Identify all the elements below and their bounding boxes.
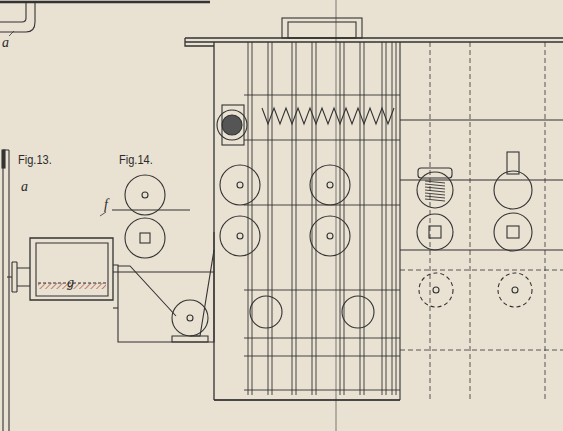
roller-axle <box>327 233 333 239</box>
roller <box>125 218 165 258</box>
top-box-inner <box>288 22 356 38</box>
tank <box>30 238 113 300</box>
roller-axle <box>327 182 333 188</box>
hidden-roller <box>419 273 453 307</box>
roller-axle <box>142 192 148 198</box>
part-letter: a <box>2 36 9 50</box>
guide-roller <box>172 300 208 336</box>
tank-inner <box>36 243 108 296</box>
bearing <box>507 152 519 174</box>
inlet-flange <box>12 262 30 292</box>
spring <box>262 108 394 124</box>
coil-winding <box>425 187 445 189</box>
roller-axle <box>237 182 243 188</box>
machine-frame <box>185 38 563 400</box>
pipe <box>0 2 35 32</box>
frame-rail <box>244 205 400 206</box>
coil-winding <box>425 181 445 183</box>
bearing <box>507 226 519 238</box>
frame-bars <box>214 42 400 400</box>
trough-edge <box>113 307 118 308</box>
fabric-line <box>112 209 190 210</box>
border-line <box>0 1 210 4</box>
coil-holder <box>418 168 452 178</box>
roller <box>125 175 165 215</box>
coil-winding <box>425 190 445 192</box>
coil-winding <box>425 193 445 195</box>
guide-axle <box>187 315 193 321</box>
roller-axle <box>512 287 518 293</box>
coil <box>425 181 445 201</box>
figure-label: Fig.14. <box>119 153 153 166</box>
fig13-flange <box>2 150 5 168</box>
frame-rail <box>244 140 400 141</box>
gear-hub <box>222 115 242 135</box>
roller <box>220 216 260 256</box>
figure-label: Fig.13. <box>18 153 52 166</box>
bearing <box>429 226 441 238</box>
roller <box>494 171 532 209</box>
hidden-roller <box>498 273 532 307</box>
part-letter: g <box>67 276 74 290</box>
roller <box>494 213 532 251</box>
inlet <box>7 276 12 277</box>
frame-rail <box>244 338 400 339</box>
coil-roller <box>417 172 453 208</box>
center-line <box>336 0 337 431</box>
fabric-path <box>118 250 214 336</box>
fig13-wall <box>3 150 9 431</box>
roller-stand <box>172 336 208 342</box>
coil-winding <box>425 196 445 198</box>
frame-lines <box>400 42 563 400</box>
roller-axle <box>433 287 439 293</box>
part-letter: f <box>104 198 108 212</box>
leader-line <box>100 212 106 216</box>
gear-bracket <box>222 105 244 145</box>
top-box <box>282 18 362 38</box>
roller <box>417 214 453 250</box>
roller <box>250 296 282 328</box>
leader-line <box>9 31 14 36</box>
hidden-lines <box>400 42 563 400</box>
frame-base <box>214 399 400 400</box>
frame-rail <box>244 356 400 357</box>
roller-bearing <box>140 233 150 243</box>
frame-rail <box>244 390 400 391</box>
roller <box>342 296 374 328</box>
coil-winding <box>425 199 445 201</box>
frame-rail <box>244 290 400 291</box>
part-letter: a <box>21 180 28 194</box>
coil-winding <box>425 184 445 186</box>
frame-rail <box>244 95 400 96</box>
roller-axle <box>237 233 243 239</box>
roller <box>220 165 260 205</box>
